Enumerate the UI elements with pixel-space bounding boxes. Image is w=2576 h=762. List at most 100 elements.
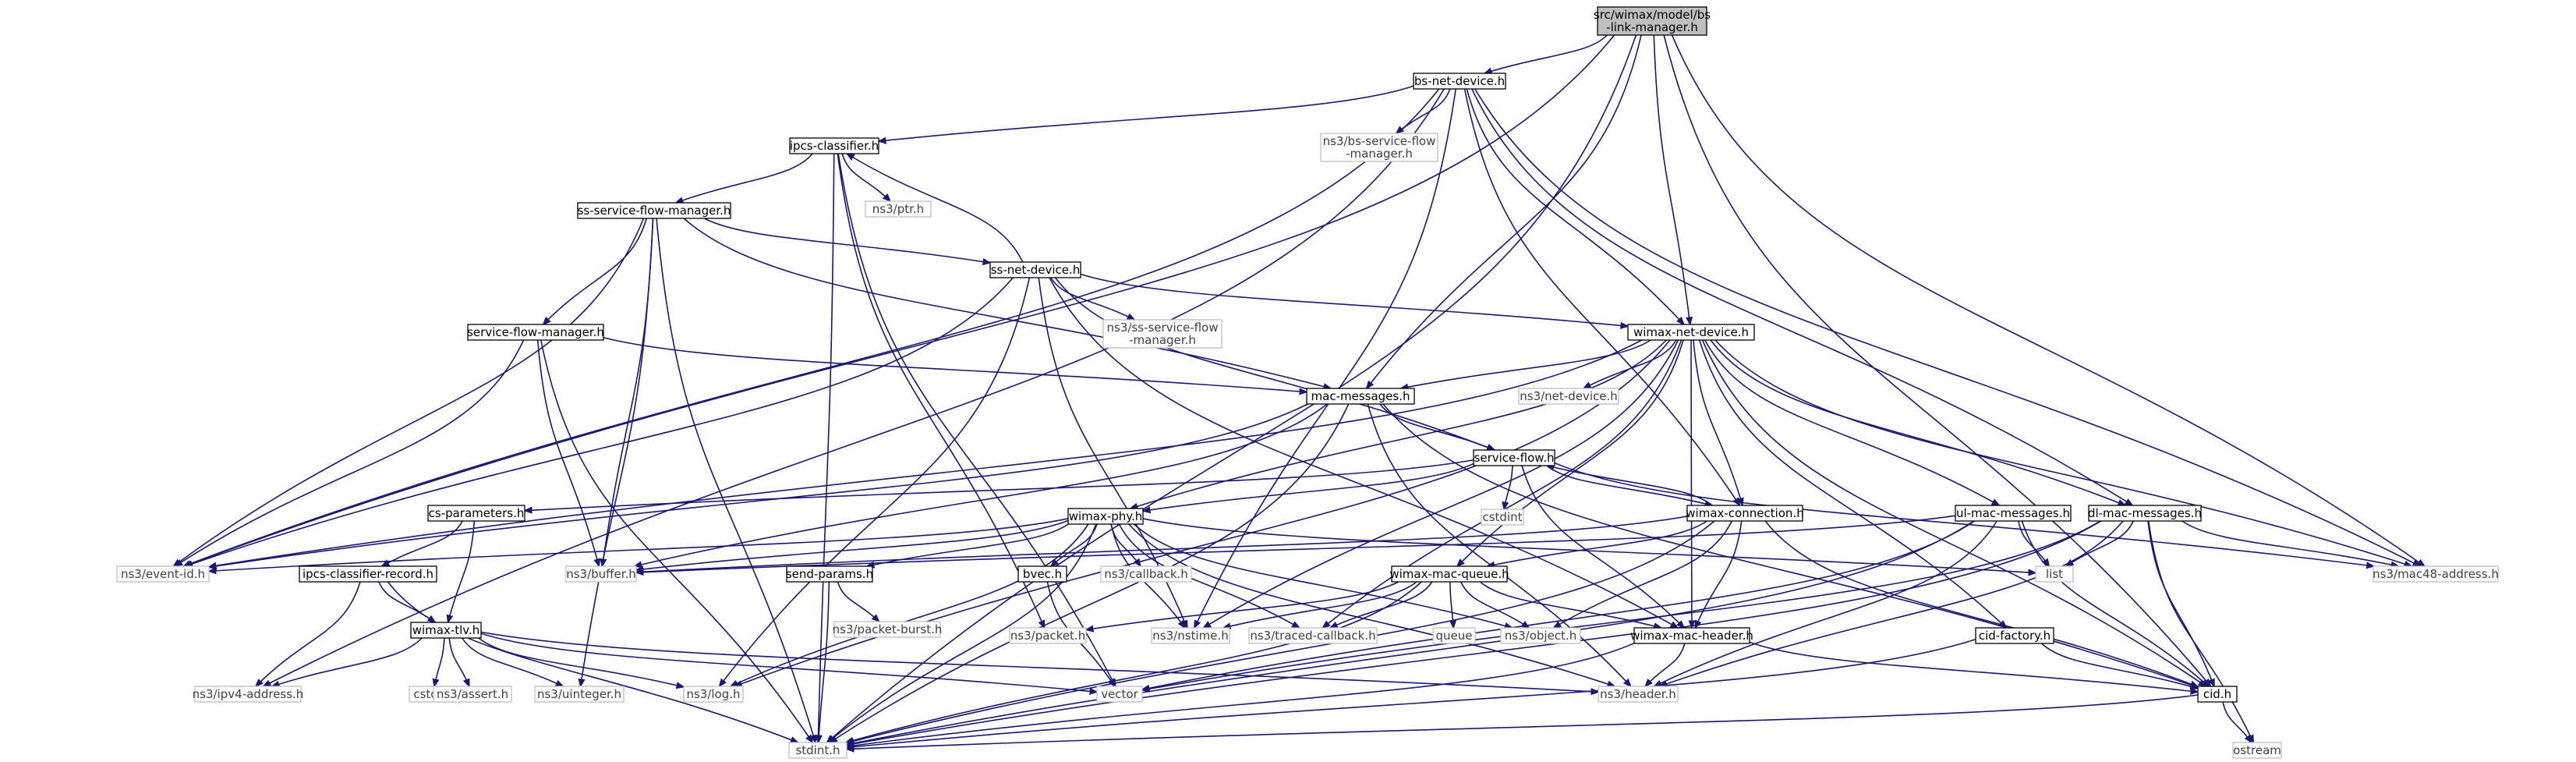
node-label: list: [2046, 567, 2063, 581]
node-root[interactable]: src/wimax/model/bs-link-manager.h: [1594, 6, 1711, 36]
node-assert[interactable]: ns3/assert.h: [433, 686, 512, 703]
node-label: service-flow.h: [1474, 451, 1555, 465]
node-list[interactable]: list: [2035, 565, 2074, 583]
node-wimax-mac-queue[interactable]: wimax-mac-queue.h: [1389, 565, 1509, 583]
node-label: ns3/ipv4-address.h: [193, 687, 304, 701]
node-box: [1975, 627, 2054, 644]
node-label: vector: [1101, 687, 1138, 701]
node-ss-service-flow-manager[interactable]: ss-service-flow-manager.h: [577, 202, 731, 219]
node-event-id[interactable]: ns3/event-id.h: [116, 565, 210, 583]
edge-root-to-wimax_net_device: [1653, 34, 1690, 324]
edge-wimax_phy-to-bvec: [1051, 523, 1098, 566]
edge-mac_messages-to-header: [1367, 403, 1630, 686]
node-bs-service-flow-manager[interactable]: ns3/bs-service-flow-manager.h: [1320, 133, 1438, 162]
node-label: -manager.h: [1346, 147, 1413, 161]
edge-wimax_tlv-to-log: [478, 637, 684, 687]
node-box: [1627, 324, 1755, 341]
node-cid[interactable]: cid.h: [2197, 686, 2238, 703]
node-bvec[interactable]: bvec.h: [1017, 565, 1067, 583]
edge-service_flow_manager-to-stdint: [540, 339, 812, 743]
edge-ss_service_flow_manager-to-uinteger: [581, 218, 654, 686]
edge-service_flow-to-wimax_phy: [1143, 463, 1474, 511]
node-box: [410, 622, 482, 639]
edge-ipcs_classifier-to-ss_service_flow_manager: [676, 153, 813, 203]
node-box: [194, 686, 302, 703]
edge-wimax_net_device-to-net_device: [1583, 339, 1677, 388]
node-queue[interactable]: queue: [1432, 627, 1476, 644]
node-box: [1096, 686, 1143, 703]
node-box: [1597, 6, 1707, 36]
edge-wimax_mac_queue-to-wimax_mac_header: [1479, 581, 1661, 628]
edge-bs_net_device-to-ipcs_classifier: [879, 85, 1414, 141]
node-mac48-address[interactable]: ns3/mac48-address.h: [2373, 565, 2499, 583]
node-ss-net-device[interactable]: ss-net-device.h: [989, 261, 1081, 278]
edge-dl_mac_messages-to-ostream: [2147, 520, 2254, 743]
node-service-flow-manager[interactable]: service-flow-manager.h: [467, 324, 604, 341]
node-label: src/wimax/model/bs: [1594, 8, 1711, 22]
node-box: [116, 565, 210, 583]
node-packet-burst[interactable]: ns3/packet-burst.h: [833, 621, 943, 638]
edge-dl_mac_messages-to-vector: [1142, 520, 2101, 690]
node-label: ns3/object.h: [1505, 629, 1576, 643]
node-buffer[interactable]: ns3/buffer.h: [565, 565, 637, 583]
node-box: [467, 324, 604, 341]
node-box: [427, 505, 525, 522]
node-vector[interactable]: vector: [1096, 686, 1143, 703]
node-label: stdint.h: [795, 743, 840, 757]
node-wimax-tlv[interactable]: wimax-tlv.h: [410, 622, 482, 639]
edge-wimax_phy-to-object: [1133, 523, 1512, 628]
node-header[interactable]: ns3/header.h: [1598, 686, 1679, 703]
node-label: mac-messages.h: [1311, 389, 1410, 403]
edge-service_flow_manager-to-buffer: [536, 339, 600, 566]
node-nstime[interactable]: ns3/nstime.h: [1151, 627, 1230, 644]
node-ul-mac-messages[interactable]: ul-mac-messages.h: [1955, 505, 2072, 522]
node-dl-mac-messages[interactable]: dl-mac-messages.h: [2088, 505, 2202, 522]
edge-wimax_phy-to-event_id: [209, 518, 1069, 571]
node-ipv4-address[interactable]: ns3/ipv4-address.h: [193, 686, 304, 703]
node-ipcs-classifier-record[interactable]: ipcs-classifier-record.h: [299, 565, 437, 583]
node-net-device[interactable]: ns3/net-device.h: [1518, 388, 1619, 405]
node-callback[interactable]: ns3/callback.h: [1100, 565, 1192, 583]
node-label: wimax-mac-queue.h: [1389, 567, 1509, 581]
node-stdint[interactable]: stdint.h: [788, 742, 847, 759]
edge-ss_net_device-to-wimax_mac_header: [1049, 277, 1678, 628]
edge-wimax_tlv-to-assert: [448, 637, 470, 686]
edge-wimax_mac_queue-to-packet: [1086, 581, 1399, 629]
node-traced-callback[interactable]: ns3/traced-callback.h: [1248, 627, 1378, 644]
edge-service_flow-to-wimax_mac_header: [1521, 465, 1684, 628]
node-wimax-phy[interactable]: wimax-phy.h: [1067, 508, 1144, 525]
node-send-params[interactable]: send-params.h: [786, 565, 873, 583]
node-log[interactable]: ns3/log.h: [683, 686, 744, 703]
node-uinteger[interactable]: ns3/uinteger.h: [534, 686, 625, 703]
node-ostream[interactable]: ostream: [2232, 742, 2282, 759]
node-label: cid.h: [2203, 687, 2231, 701]
node-cstdint[interactable]: cstdint: [1481, 509, 1524, 526]
node-cid-factory[interactable]: cid-factory.h: [1975, 627, 2054, 644]
edge-wimax_mac_queue-to-object: [1460, 581, 1529, 628]
node-packet[interactable]: ns3/packet.h: [1009, 627, 1087, 644]
edge-wimax_net_device-to-cid: [1701, 339, 2206, 686]
edge-ul_mac_messages-to-header: [1654, 520, 1997, 686]
node-box: [1686, 505, 1803, 522]
node-mac-messages[interactable]: mac-messages.h: [1306, 388, 1415, 405]
node-wimax-mac-header[interactable]: wimax-mac-header.h: [1630, 627, 1753, 644]
node-box: [1955, 505, 2072, 522]
node-box: [1481, 509, 1524, 526]
node-box: [683, 686, 744, 703]
edge-cid-to-ostream: [2222, 701, 2252, 743]
node-object[interactable]: ns3/object.h: [1500, 627, 1581, 644]
edge-bs_net_device-to-wimax_connection: [1463, 88, 1740, 505]
node-box: [1413, 73, 1506, 90]
edge-wimax_mac_queue-to-stdint: [846, 581, 1422, 743]
node-wimax-net-device[interactable]: wimax-net-device.h: [1627, 324, 1755, 341]
node-cs-parameters[interactable]: cs-parameters.h: [427, 505, 525, 522]
edge-root-to-mac48_address: [1671, 34, 2425, 566]
node-ipcs-classifier[interactable]: ipcs-classifier.h: [789, 137, 879, 154]
node-label: dl-mac-messages.h: [2088, 506, 2202, 520]
node-ptr[interactable]: ns3/ptr.h: [865, 200, 932, 218]
node-box: [1009, 627, 1087, 644]
node-service-flow[interactable]: service-flow.h: [1473, 449, 1555, 466]
node-bs-net-device[interactable]: bs-net-device.h: [1413, 73, 1506, 90]
node-wimax-connection[interactable]: wimax-connection.h: [1686, 505, 1804, 522]
node-ss-service-flow-manager-ext[interactable]: ns3/ss-service-flow-manager.h: [1102, 319, 1223, 349]
